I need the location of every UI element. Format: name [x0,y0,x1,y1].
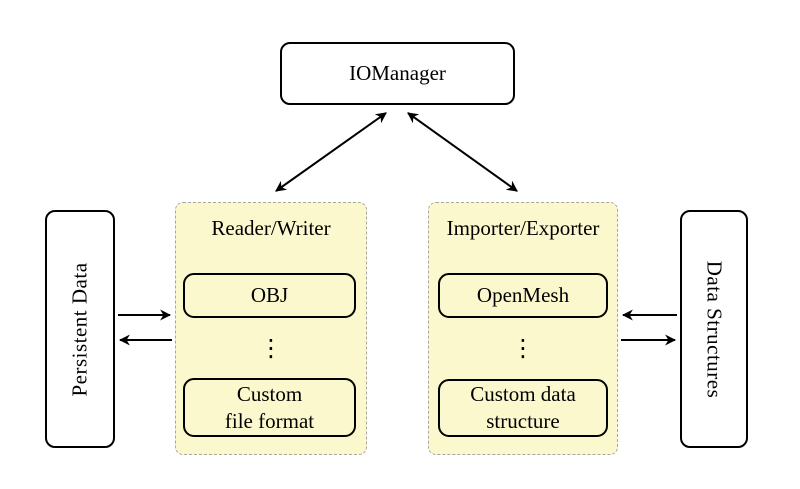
node-data-structures: Data Structures [680,210,748,448]
group-importer-exporter-label: Importer/Exporter [446,216,600,240]
node-openmesh: OpenMesh [438,273,608,318]
node-custom-data-structure-line2: structure [486,409,560,433]
arrow-iomanager-importerexporter [407,112,518,192]
node-custom-data-structure-line1: Custom data [470,382,576,406]
node-obj: OBJ [183,273,356,318]
node-iomanager: IOManager [280,42,515,105]
ellipsis-reader-writer: ⋮ [259,334,283,362]
node-openmesh-label: OpenMesh [476,283,570,307]
ellipsis-importer-exporter: ⋮ [511,334,535,362]
group-reader-writer-label: Reader/Writer [211,216,331,240]
node-custom-file-format-line2: file format [224,408,315,433]
node-persistent-data-label: Persistent Data [67,261,92,397]
node-custom-file-format: Custom file format [183,378,356,437]
node-obj-label: OBJ [250,283,289,307]
node-iomanager-label: IOManager [349,61,446,85]
node-persistent-data: Persistent Data [45,210,115,448]
node-custom-data-structure: Custom data structure [438,379,608,437]
node-data-structures-label: Data Structures [702,260,727,398]
node-custom-file-format-line1: Custom [236,381,303,406]
arrow-iomanager-readerwriter [275,112,387,192]
